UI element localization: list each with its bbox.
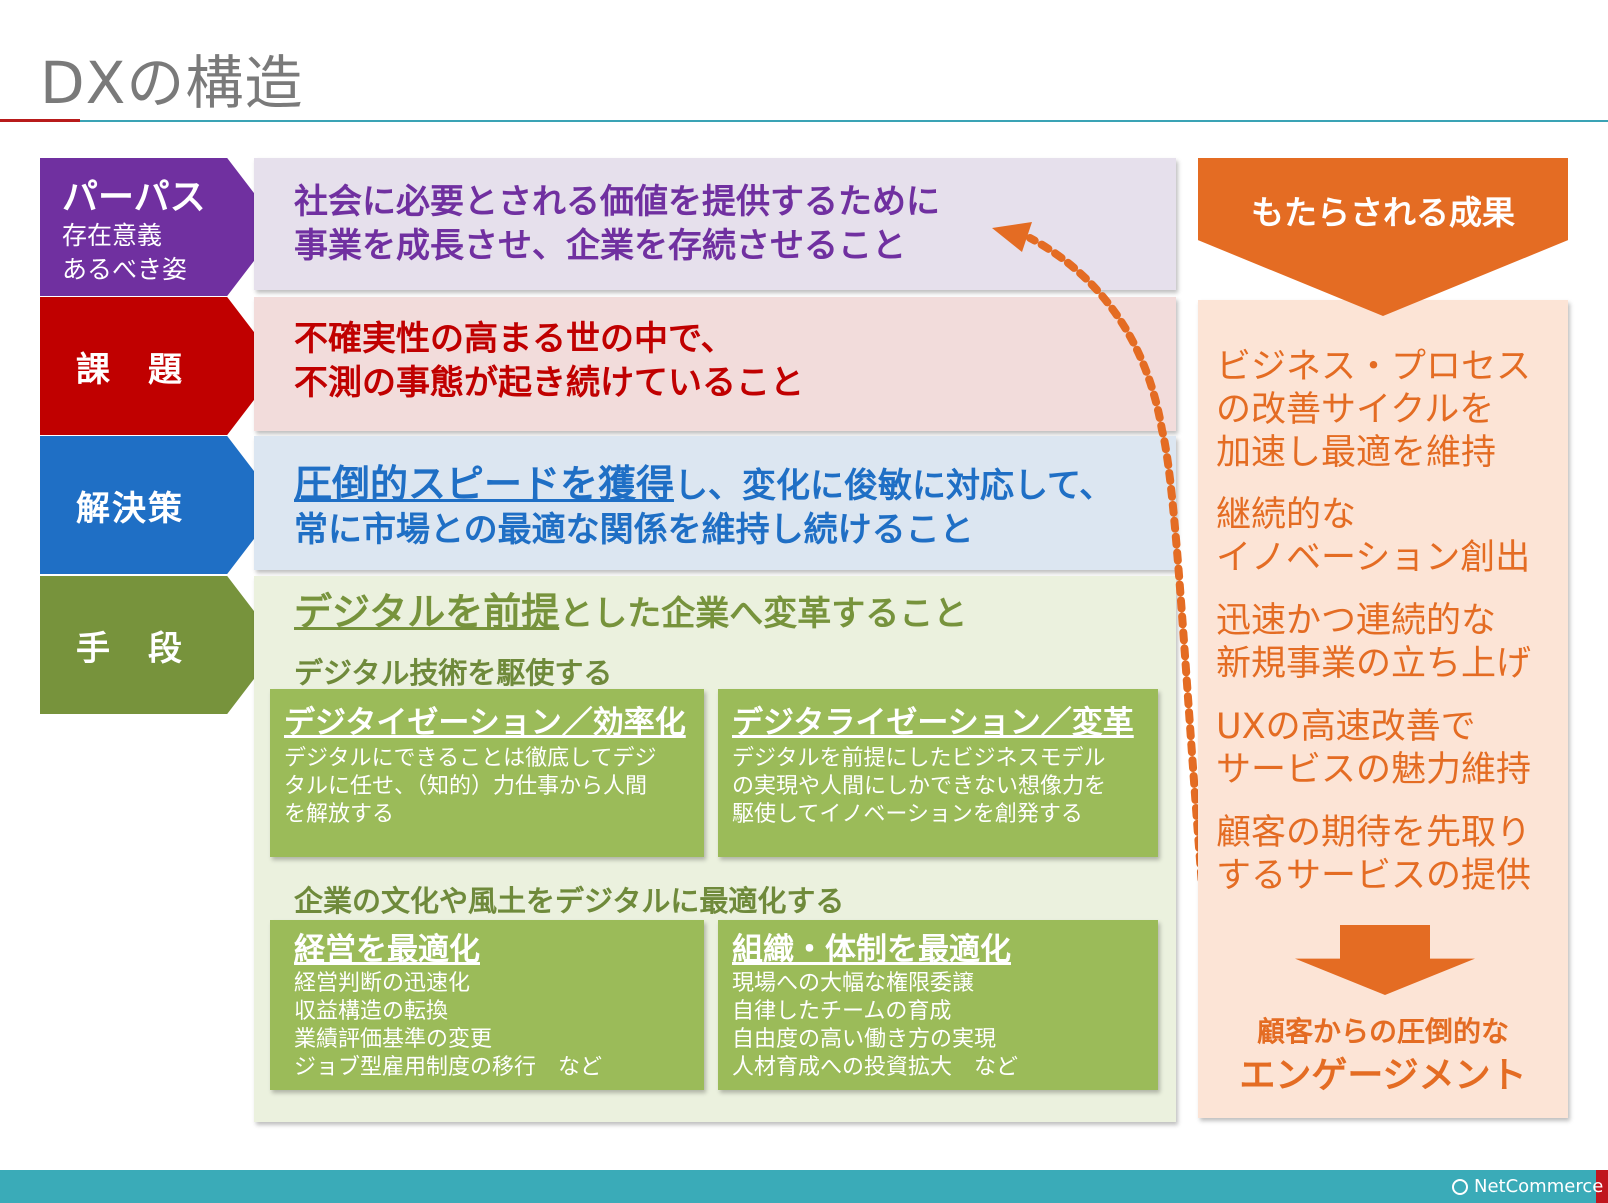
box-digitalization: デジタライゼーション／変革 デジタルを前提にしたビジネスモデル の実現や人間にし…: [718, 689, 1158, 857]
footer-accent: [1596, 1170, 1608, 1203]
box-digitalization-desc: デジタルを前提にしたビジネスモデル の実現や人間にしかできない想像力を 駆使して…: [732, 745, 1106, 829]
box-organization-desc: 現場への大幅な権限委譲 自律したチームの育成 自由度の高い働き方の実現 人材育成…: [732, 970, 1018, 1082]
title-divider-accent: [0, 119, 80, 122]
solution-line-1: 圧倒的スピードを獲得し、変化に俊敏に対応して、: [294, 462, 1113, 508]
means-label: 手 段: [76, 628, 184, 669]
box-organization-title: 組織・体制を最適化: [732, 932, 1011, 968]
purpose-label-arrow: パーパス 存在意義 あるべき姿: [40, 158, 280, 296]
solution-line-2: 常に市場との最適な関係を維持し続けること: [294, 510, 974, 550]
issue-line-2: 不測の事態が起き続けていること: [294, 363, 804, 403]
means-label-arrow: 手 段: [40, 576, 280, 714]
box-digitalization-title: デジタライゼーション／変革: [732, 705, 1134, 741]
result-item-2: 継続的な イノベーション創出: [1216, 494, 1530, 580]
means-headline-rest: とした企業へ変革すること: [559, 594, 968, 634]
feedback-curve: [1026, 234, 1222, 1059]
means-headline: デジタルを前提とした企業へ変革すること: [294, 590, 967, 636]
purpose-sub-label-2: あるべき姿: [62, 255, 188, 284]
title-divider: [0, 120, 1608, 122]
desc-line: デジタルにできることは徹底してデジ: [284, 746, 657, 771]
result-line: 継続的な: [1216, 495, 1357, 535]
purpose-sub-label-1: 存在意義: [62, 221, 163, 250]
desc-line: 自律したチームの育成: [732, 999, 952, 1024]
desc-line: 人材育成への投資拡大 など: [732, 1055, 1019, 1080]
desc-line: 業績評価基準の変更: [294, 1027, 493, 1052]
issue-label-arrow: 課 題: [40, 297, 280, 435]
result-line: サービスの魅力維持: [1216, 750, 1532, 790]
result-line: UXの高速改善で: [1216, 707, 1476, 747]
box-organization: 組織・体制を最適化 現場への大幅な権限委譲 自律したチームの育成 自由度の高い働…: [718, 920, 1158, 1090]
purpose-label: パーパス: [62, 177, 206, 218]
logo-mark-icon: [1452, 1178, 1468, 1195]
result-line: するサービスの提供: [1216, 856, 1532, 896]
means-subheading-culture: 企業の文化や風土をデジタルに最適化する: [294, 884, 845, 918]
box-management-title: 経営を最適化: [294, 932, 480, 968]
result-line: 顧客の期待を先取り: [1216, 813, 1532, 853]
issue-label: 課 題: [76, 349, 184, 390]
solution-band: 圧倒的スピードを獲得し、変化に俊敏に対応して、 常に市場との最適な関係を維持し続…: [254, 436, 1176, 570]
box-digitization-title: デジタイゼーション／効率化: [284, 705, 686, 741]
desc-line: 自由度の高い働き方の実現: [732, 1027, 997, 1052]
issue-line-1: 不確実性の高まる世の中で、: [294, 319, 735, 359]
feedback-arrowhead: [992, 222, 1032, 252]
solution-emphasis: 圧倒的スピードを獲得: [294, 462, 675, 506]
result-item-3: 迅速かつ連続的な 新規事業の立ち上げ: [1216, 600, 1531, 686]
box-management-desc: 経営判断の迅速化 収益構造の転換 業績評価基準の変更 ジョブ型雇用制度の移行 な…: [294, 970, 602, 1082]
solution-line-1-rest: し、変化に俊敏に対応して、: [674, 466, 1114, 506]
solution-label-arrow: 解決策: [40, 436, 280, 574]
box-digitization-desc: デジタルにできることは徹底してデジ タルに任せ、（知的）力仕事から人間 を解放す…: [284, 745, 656, 829]
result-item-4: UXの高速改善で サービスの魅力維持: [1216, 706, 1531, 792]
desc-line: 現場への大幅な権限委譲: [732, 971, 975, 996]
desc-line: ジョブ型雇用制度の移行 など: [294, 1055, 603, 1080]
purpose-line-2: 事業を成長させ、企業を存続させること: [294, 226, 906, 266]
means-band: デジタルを前提とした企業へ変革すること デジタル技術を駆使する 企業の文化や風土…: [254, 576, 1176, 1122]
desc-line: タルに任せ、（知的）力仕事から人間: [284, 774, 648, 799]
result-line: の改善サイクルを: [1216, 390, 1495, 430]
page-title: DXの構造: [40, 49, 304, 117]
result-item-5: 顧客の期待を先取り するサービスの提供: [1216, 812, 1531, 898]
issue-band: 不確実性の高まる世の中で、 不測の事態が起き続けていること: [254, 297, 1176, 431]
desc-line: 収益構造の転換: [294, 999, 449, 1024]
result-item-1: ビジネス・プロセス の改善サイクルを 加速し最適を維持: [1216, 346, 1531, 475]
desc-line: デジタルを前提にしたビジネスモデル: [732, 746, 1106, 771]
means-subheading-tech: デジタル技術を駆使する: [294, 656, 613, 690]
result-line: ビジネス・プロセス: [1216, 347, 1532, 387]
result-line: 加速し最適を維持: [1216, 433, 1497, 473]
results-header: もたらされる成果: [1251, 193, 1515, 232]
purpose-line-1: 社会に必要とされる価値を提供するために: [294, 182, 940, 222]
box-management: 経営を最適化 経営判断の迅速化 収益構造の転換 業績評価基準の変更 ジョブ型雇用…: [270, 920, 704, 1090]
desc-line: 駆使してイノベーションを創発する: [732, 802, 1083, 827]
engagement-line-2: エンゲージメント: [1239, 1055, 1527, 1096]
result-line: イノベーション創出: [1216, 538, 1531, 578]
logo-text: NetCommerce: [1474, 1176, 1604, 1197]
desc-line: 経営判断の迅速化: [294, 971, 471, 996]
box-digitization: デジタイゼーション／効率化 デジタルにできることは徹底してデジ タルに任せ、（知…: [270, 689, 704, 857]
desc-line: を解放する: [284, 802, 395, 827]
footer-bar: [0, 1170, 1608, 1203]
company-logo: NetCommerce: [1452, 1176, 1603, 1197]
means-emphasis: デジタルを前提: [294, 590, 560, 634]
result-line: 迅速かつ連続的な: [1216, 601, 1497, 641]
solution-label: 解決策: [76, 488, 184, 529]
engagement-line-1: 顧客からの圧倒的な: [1256, 1015, 1509, 1048]
desc-line: の実現や人間にしかできない想像力を: [732, 774, 1107, 799]
result-line: 新規事業の立ち上げ: [1216, 644, 1532, 684]
